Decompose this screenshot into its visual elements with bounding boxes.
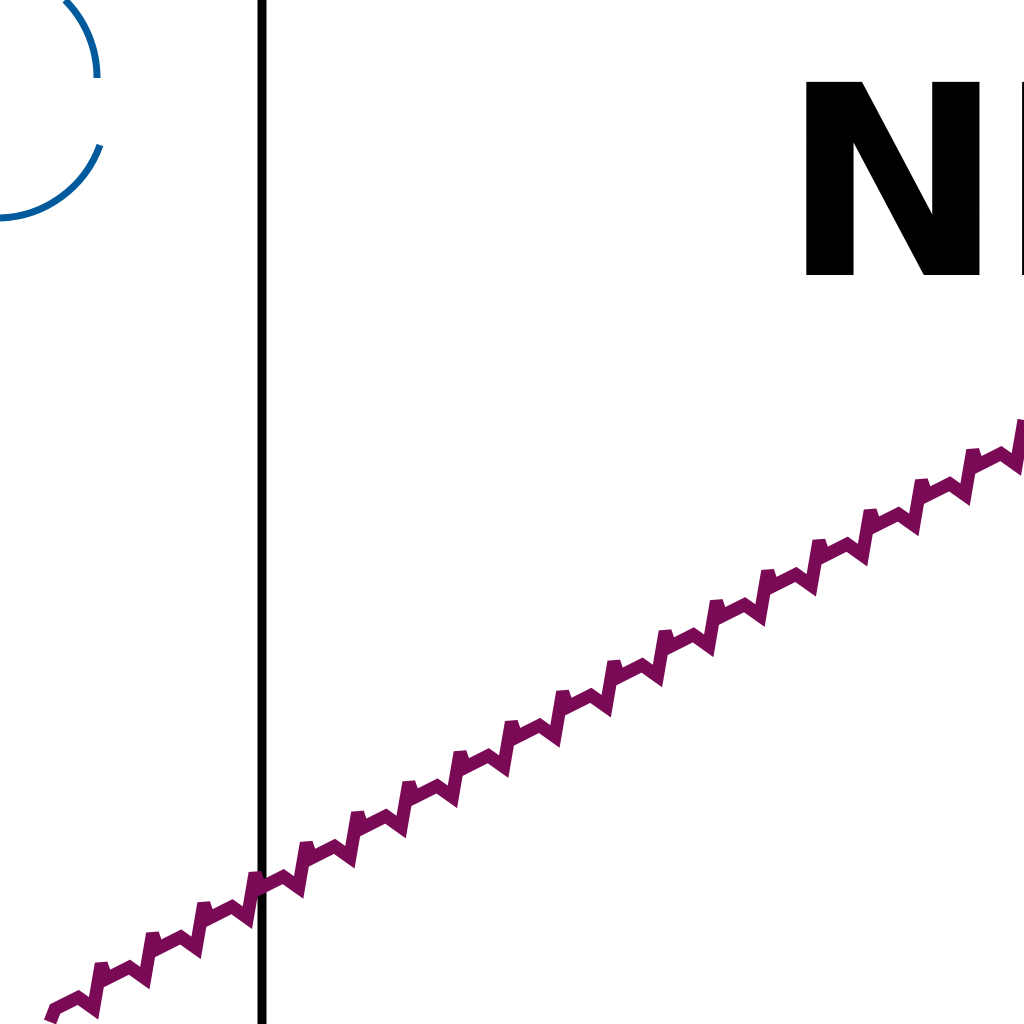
diagram-label: NE: [782, 30, 1024, 338]
wavy-line: [43, 418, 1024, 1024]
circle-arc-upper: [62, 0, 101, 79]
circle-arc-lower: [0, 143, 104, 222]
